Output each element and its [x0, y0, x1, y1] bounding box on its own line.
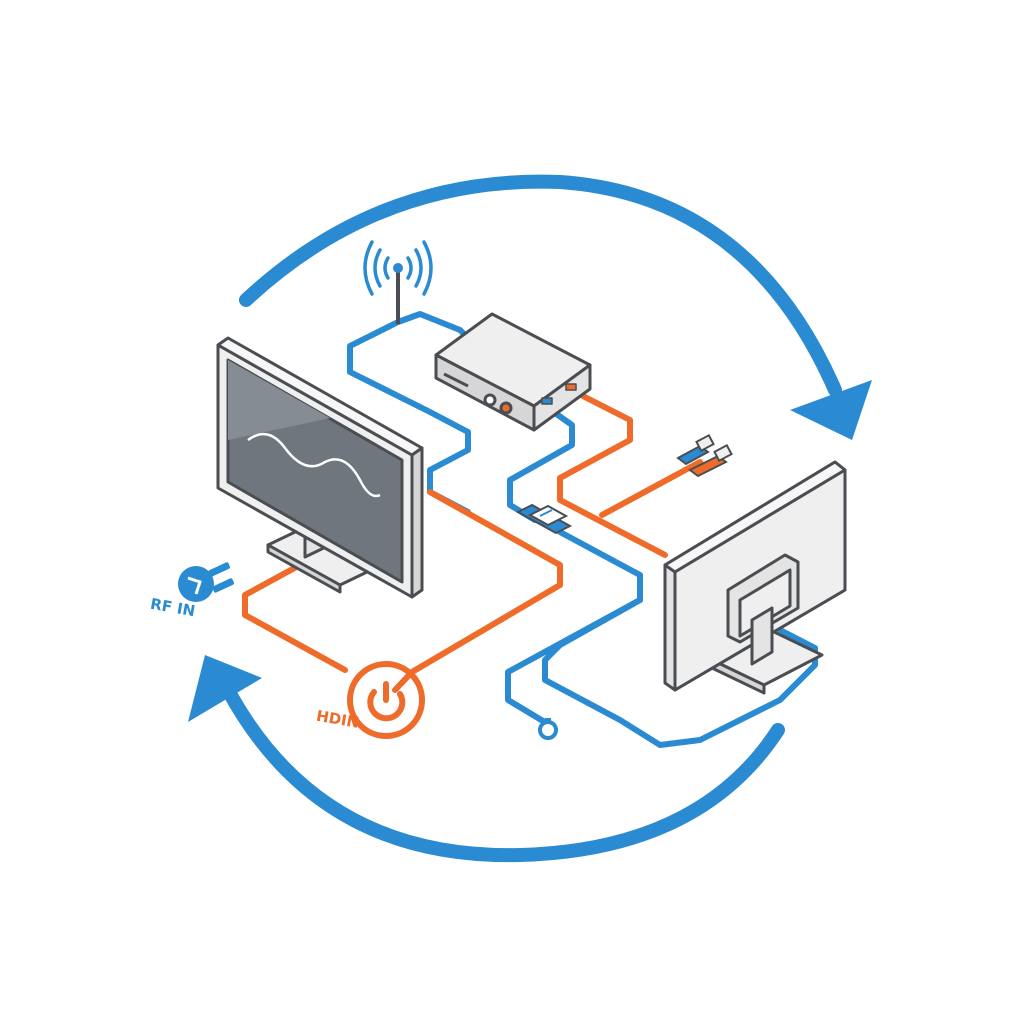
cycle-arrowhead: [790, 380, 872, 440]
plug-icon: [178, 562, 235, 602]
blue-cables: [347, 311, 818, 748]
cycle-arrow-top: [239, 174, 872, 440]
hdmi-cable-blue: [507, 405, 575, 523]
tv-left: [216, 336, 424, 599]
cycle-arrow-icon: [239, 174, 842, 397]
hdmi-connector: [515, 503, 573, 535]
power-icon: [347, 661, 425, 739]
cycle-arrowhead: [188, 655, 262, 722]
monitor-right: [663, 460, 847, 695]
monitor-stand-neck: [750, 606, 774, 666]
antenna-cable: [347, 319, 471, 515]
antenna: [363, 240, 433, 324]
rca-connector: [676, 433, 733, 478]
orange-cable-power: [392, 489, 563, 693]
orange-cable-tv: [242, 562, 348, 673]
antenna-icon: [363, 240, 433, 296]
antenna-cable-top: [395, 311, 473, 343]
orange-cable-router-monitor: [557, 389, 668, 558]
cable-end-ring: [538, 718, 558, 740]
tv-screen-wave: [247, 432, 381, 498]
cycle-arrow-bottom: [188, 655, 785, 863]
router-box: [434, 312, 592, 432]
cycle-arrow-icon: [221, 683, 785, 863]
